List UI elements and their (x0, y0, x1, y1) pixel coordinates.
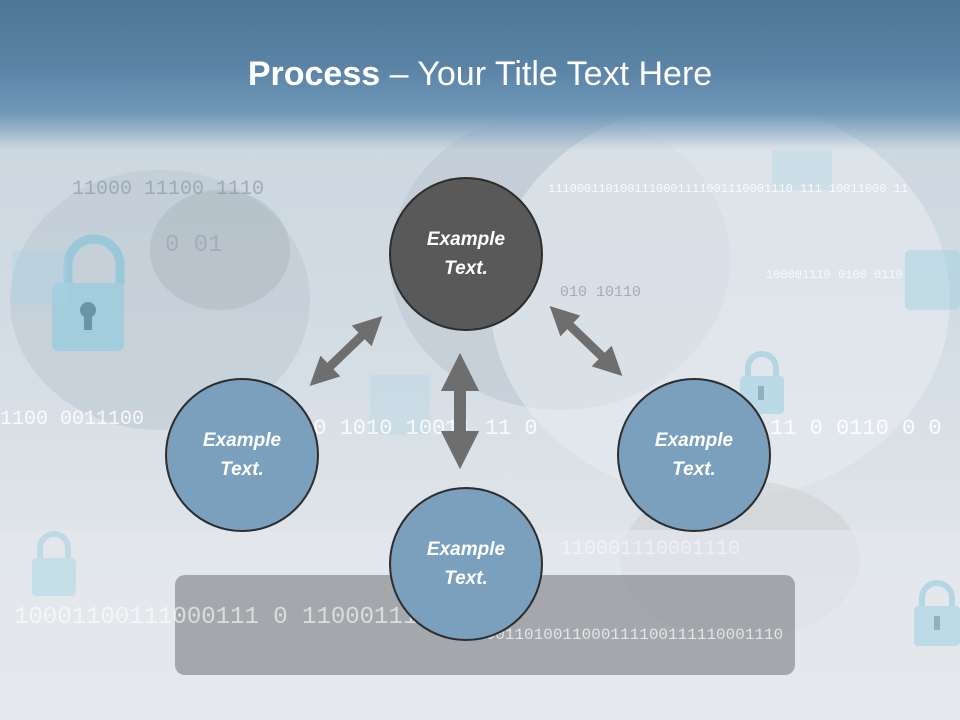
slide-title: Process – Your Title Text Here (0, 52, 960, 96)
binary-text: 110001110001110 (560, 538, 741, 561)
arrow-top-left (309, 316, 383, 386)
padlock-icon (52, 234, 125, 351)
node-bottom-line1: Example (426, 539, 506, 560)
node-left-line2: Text. (220, 459, 264, 480)
node-bottom-line2: Text. (444, 568, 488, 589)
binary-text: 11 0 0110 0 0 (770, 416, 942, 441)
binary-text: 10001100111000111 0 110001110 (14, 604, 432, 631)
binary-text: 11000 11100 1110 (72, 178, 265, 201)
padlock-icon (32, 531, 76, 596)
binary-text: 0 01 (165, 232, 223, 259)
arrow-top-right (549, 306, 623, 376)
padlock-icon (905, 250, 960, 310)
node-top-line1: Example (426, 229, 506, 250)
title-bold: Process (247, 55, 381, 93)
binary-text: 100001110 0100 0110 (766, 268, 903, 282)
node-right-line2: Text. (672, 459, 716, 480)
binary-text: 010 10110 (560, 284, 642, 301)
title-rest: – Your Title Text Here (380, 55, 713, 93)
header-bar (0, 0, 960, 150)
node-left-line1: Example (202, 430, 282, 451)
binary-text: 1110001101001110001111001110001110 111 1… (548, 182, 909, 196)
binary-text: 10011010011000111100111110001110 (476, 626, 784, 644)
binary-text: 10 1010 10011 11 0 (300, 416, 538, 441)
node-right-line1: Example (654, 430, 734, 451)
binary-text: 1100 0011100 (0, 408, 145, 431)
padlock-icon (914, 580, 960, 646)
node-top-line2: Text. (444, 258, 488, 279)
